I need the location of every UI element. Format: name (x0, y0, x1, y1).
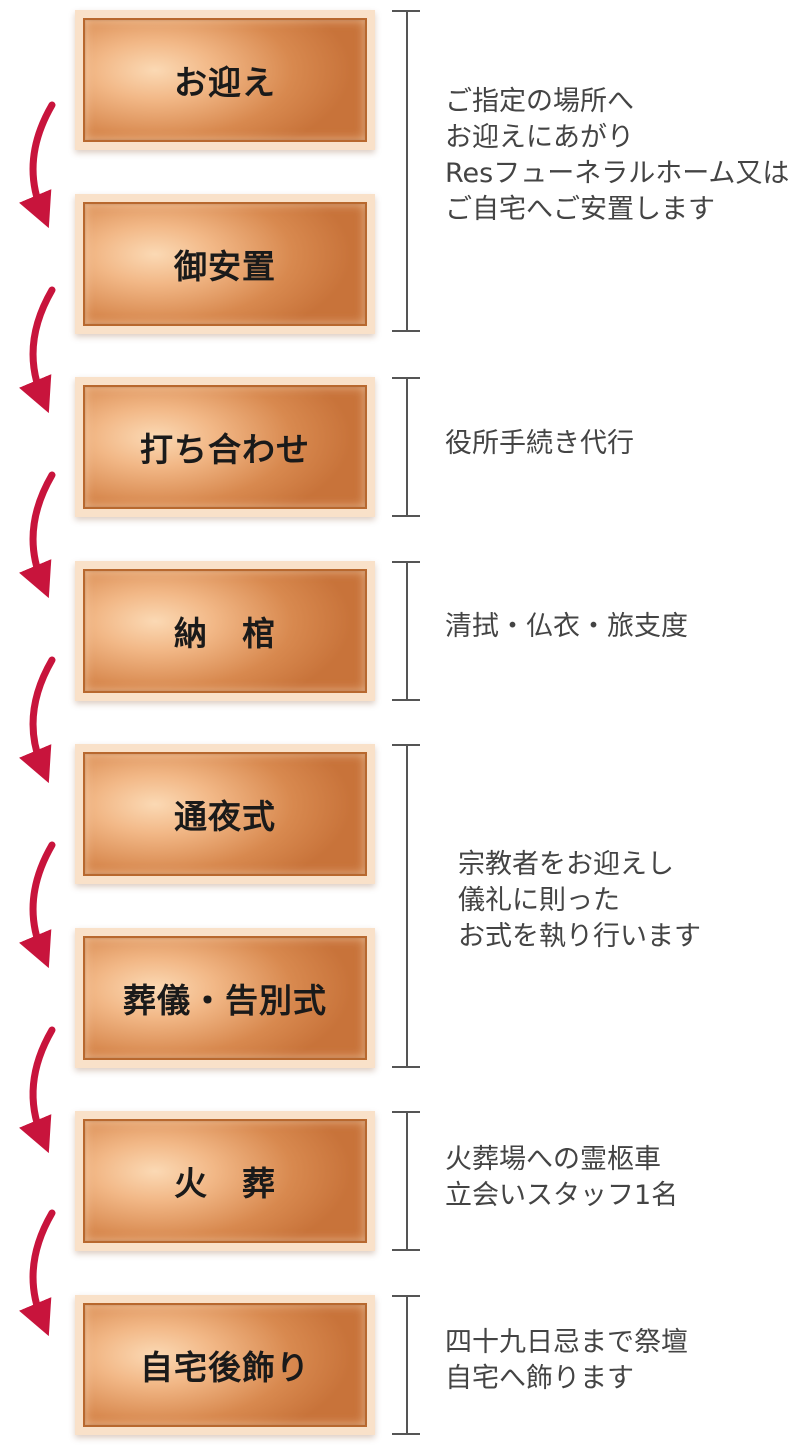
description-line: 宗教者をお迎えし (458, 849, 674, 880)
description-line: 清拭・仏衣・旅支度 (445, 611, 688, 642)
step-plate: 御安置 (83, 202, 367, 326)
description-line: 立会いスタッフ1名 (445, 1180, 679, 1211)
curved-arrow-down-icon (19, 471, 56, 599)
step-box: 葬儀・告別式 (75, 928, 375, 1068)
step-label: 通夜式 (174, 797, 276, 836)
group-bracket (392, 377, 422, 517)
step-label: お迎え (174, 63, 276, 102)
curved-arrow-down-icon (19, 841, 56, 969)
step-label: 葬儀・告別式 (123, 981, 327, 1020)
description-cremation: 火葬場への霊柩車 立会いスタッフ1名 (445, 1142, 678, 1214)
description-meeting: 役所手続き代行 (445, 426, 634, 462)
step-box: 自宅後飾り (75, 1295, 375, 1435)
step-label: 打ち合わせ (140, 430, 310, 469)
step-plate: お迎え (83, 18, 367, 142)
step-label: 自宅後飾り (140, 1348, 310, 1387)
description-line: 儀礼に則った (458, 885, 620, 916)
group-bracket (392, 1111, 422, 1251)
description-line: 役所手続き代行 (445, 428, 634, 459)
curved-arrow-down-icon (19, 101, 56, 229)
group-bracket (392, 744, 422, 1068)
step-plate: 通夜式 (83, 752, 367, 876)
description-encoffin: 清拭・仏衣・旅支度 (445, 609, 688, 645)
step-box: 火 葬 (75, 1111, 375, 1251)
group-bracket (392, 1295, 422, 1435)
step-plate: 納 棺 (83, 569, 367, 693)
step-box: 通夜式 (75, 744, 375, 884)
step-box: 納 棺 (75, 561, 375, 701)
description-line: 火葬場への霊柩車 (445, 1144, 661, 1175)
step-label: 御安置 (174, 247, 276, 286)
group-bracket (392, 561, 422, 701)
description-line: 自宅へ飾ります (445, 1363, 634, 1394)
description-line: ご指定の場所へ (445, 86, 634, 117)
step-plate: 自宅後飾り (83, 1303, 367, 1427)
description-line: Resフューネラルホーム又は (445, 158, 790, 189)
step-box: 打ち合わせ (75, 377, 375, 517)
description-line: お迎えにあがり (445, 122, 634, 153)
step-box: 御安置 (75, 194, 375, 334)
step-plate: 葬儀・告別式 (83, 936, 367, 1060)
curved-arrow-down-icon (19, 656, 56, 784)
step-plate: 火 葬 (83, 1119, 367, 1243)
description-line: お式を執り行います (458, 921, 701, 952)
curved-arrow-down-icon (19, 286, 56, 414)
description-ceremony: 宗教者をお迎えし 儀礼に則った お式を執り行います (458, 847, 701, 955)
description-home-altar: 四十九日忌まで祭壇 自宅へ飾ります (445, 1325, 688, 1397)
description-line: 四十九日忌まで祭壇 (445, 1327, 688, 1358)
step-plate: 打ち合わせ (83, 385, 367, 509)
step-box: お迎え (75, 10, 375, 150)
curved-arrow-down-icon (19, 1209, 56, 1337)
curved-arrow-down-icon (19, 1026, 56, 1154)
description-line: ご自宅へご安置します (445, 194, 715, 225)
group-bracket (392, 10, 422, 332)
step-label: 納 棺 (174, 614, 276, 653)
step-label: 火 葬 (174, 1164, 276, 1203)
description-pickup: ご指定の場所へ お迎えにあがり Resフューネラルホーム又は ご自宅へご安置しま… (445, 84, 789, 228)
